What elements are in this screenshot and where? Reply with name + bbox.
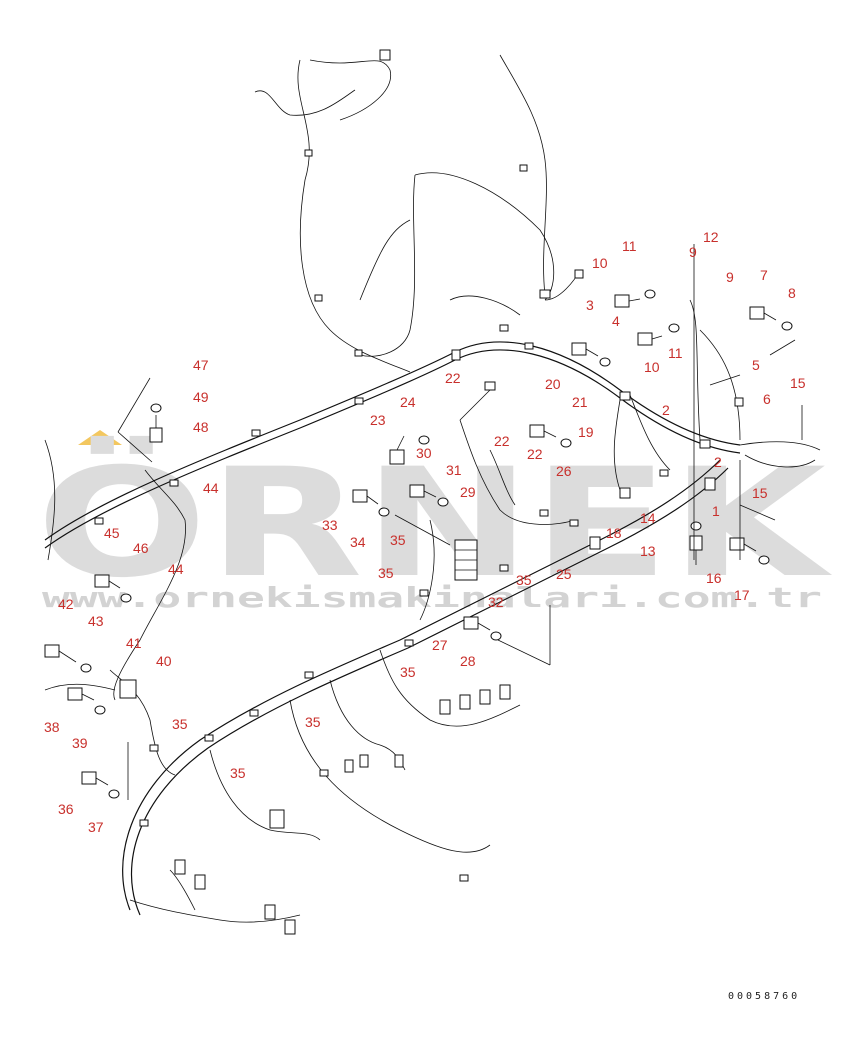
callout-7: 7	[760, 267, 768, 283]
callout-2: 2	[662, 402, 670, 418]
callout-11: 11	[622, 238, 637, 254]
callout-26: 26	[556, 463, 572, 479]
bolts	[44, 294, 777, 786]
callout-32: 32	[488, 594, 504, 610]
callout-11: 11	[668, 345, 683, 361]
leader-lines	[117, 244, 803, 800]
callout-8: 8	[788, 285, 796, 301]
callout-38: 38	[44, 719, 60, 735]
callout-9: 9	[726, 269, 734, 285]
callout-16: 16	[706, 570, 722, 586]
callout-35: 35	[172, 716, 188, 732]
callout-36: 36	[58, 801, 74, 817]
clamps	[94, 149, 744, 882]
callout-20: 20	[545, 376, 561, 392]
watermark: ÖRNEK www.ornekismakinalari.com.tr	[36, 430, 832, 614]
callout-4: 4	[612, 313, 620, 329]
callout-19: 19	[578, 424, 594, 440]
callout-14: 14	[640, 510, 656, 526]
callout-40: 40	[156, 653, 172, 669]
callout-30: 30	[416, 445, 432, 461]
callout-10: 10	[592, 255, 608, 271]
callout-22: 22	[494, 433, 510, 449]
callout-22: 22	[527, 446, 543, 462]
callout-34: 34	[350, 534, 366, 550]
callout-44: 44	[168, 561, 184, 577]
connectors	[119, 49, 716, 935]
callout-35: 35	[400, 664, 416, 680]
callout-3: 3	[586, 297, 594, 313]
callout-37: 37	[88, 819, 104, 835]
callout-12: 12	[703, 229, 719, 245]
callout-42: 42	[58, 596, 74, 612]
callout-28: 28	[460, 653, 476, 669]
callout-18: 18	[606, 525, 622, 541]
callout-41: 41	[126, 635, 142, 651]
callout-33: 33	[322, 517, 338, 533]
callout-5: 5	[752, 357, 760, 373]
callout-45: 45	[104, 525, 120, 541]
callout-1: 1	[712, 503, 720, 519]
callout-2: 2	[714, 454, 722, 470]
callout-47: 47	[193, 357, 209, 373]
callout-27: 27	[432, 637, 448, 653]
callout-35: 35	[378, 565, 394, 581]
callout-49: 49	[193, 389, 209, 405]
drawing-number: 00058760	[728, 991, 800, 1002]
callout-24: 24	[400, 394, 416, 410]
callout-23: 23	[370, 412, 386, 428]
callout-10: 10	[644, 359, 660, 375]
callout-35: 35	[390, 532, 406, 548]
callout-9: 9	[689, 244, 697, 260]
watermark-url: www.ornekismakinalari.com.tr	[42, 581, 822, 614]
callout-46: 46	[133, 540, 149, 556]
callout-15: 15	[752, 485, 768, 501]
main-harness	[44, 54, 821, 923]
callouts: 1 2 2 3 4 5 6 7 8 9 9 10 10 11 11 12 13 …	[44, 229, 806, 835]
callout-17: 17	[734, 587, 750, 603]
callout-15: 15	[790, 375, 806, 391]
callout-35: 35	[516, 572, 532, 588]
callout-48: 48	[193, 419, 209, 435]
washers	[80, 289, 793, 799]
callout-6: 6	[763, 391, 771, 407]
callout-25: 25	[556, 566, 572, 582]
callout-44: 44	[203, 480, 219, 496]
callout-22: 22	[445, 370, 461, 386]
callout-29: 29	[460, 484, 476, 500]
callout-43: 43	[88, 613, 104, 629]
callout-35: 35	[305, 714, 321, 730]
callout-35: 35	[230, 765, 246, 781]
callout-31: 31	[446, 462, 462, 478]
callout-21: 21	[572, 394, 588, 410]
watermark-accent-icon	[78, 430, 122, 445]
callout-39: 39	[72, 735, 88, 751]
callout-13: 13	[640, 543, 656, 559]
